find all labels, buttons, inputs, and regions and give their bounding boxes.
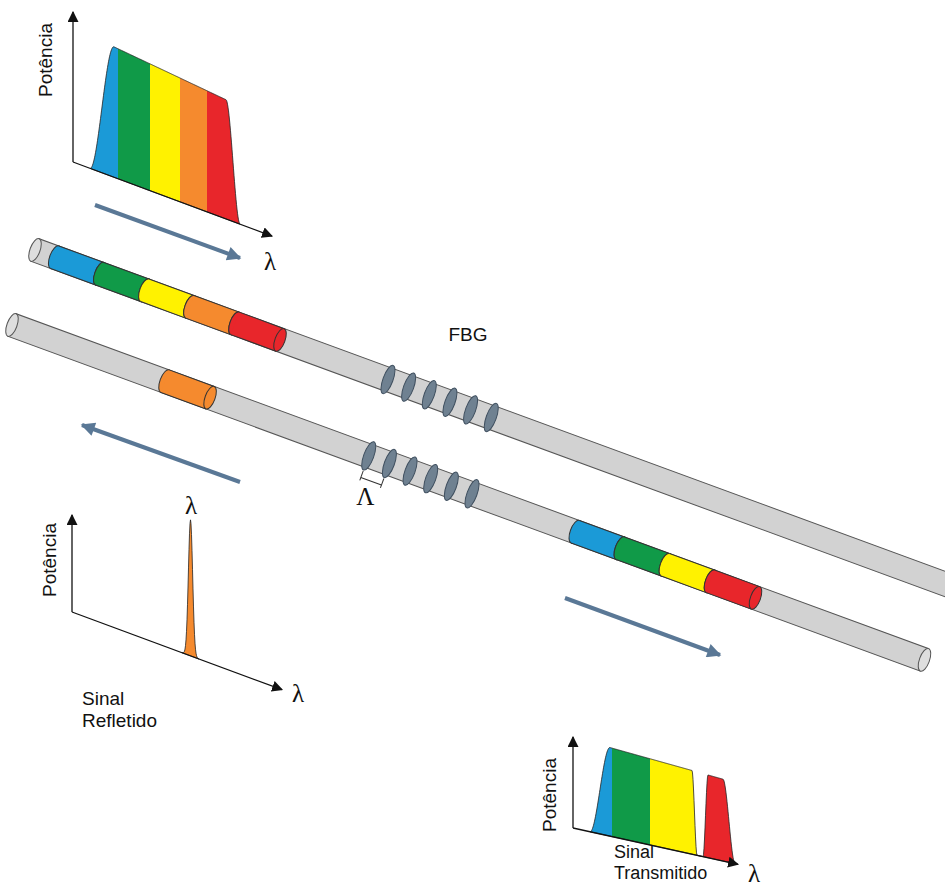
light-band [226, 310, 289, 353]
axis-label: Potência [539, 758, 561, 832]
fiber-end [3, 312, 21, 338]
light-band [156, 368, 219, 411]
spectrum-outline [182, 520, 199, 659]
fiber-end [26, 237, 44, 263]
y-axis [572, 737, 573, 828]
x-axis [72, 612, 282, 690]
spectrum-bands [175, 0, 205, 891]
optical-fiber [0, 309, 934, 686]
x-axis [73, 162, 272, 236]
axis-label: λ [292, 680, 304, 709]
axis-label: λ [748, 860, 760, 889]
direction-arrow [565, 598, 720, 655]
x-axis [573, 828, 738, 864]
y-axis [71, 515, 72, 612]
spectrum-chart [573, 0, 740, 891]
fiber-body [8, 314, 929, 671]
axis-label: Potência [39, 523, 61, 597]
period-label: Λ [356, 483, 374, 512]
optical-fiber [25, 234, 945, 603]
fiber-body [31, 239, 945, 599]
spectrum-outline [90, 47, 240, 224]
fiber-end [916, 647, 934, 673]
light-band [702, 568, 765, 611]
y-axis [72, 12, 73, 162]
signal-label: Sinal Transmitido [614, 842, 729, 883]
peak-label: λ [185, 492, 197, 521]
spectrum-chart [73, 0, 272, 891]
axis-label: λ [264, 248, 276, 277]
bragg-grating [378, 364, 501, 434]
spectrum-bands [585, 0, 740, 891]
spectrum-outline [590, 748, 735, 864]
direction-arrow [82, 425, 240, 482]
bragg-grating [359, 440, 482, 510]
component-label: FBG [448, 324, 487, 346]
signal-label: Sinal Refletido [82, 688, 182, 732]
spectrum-chart [72, 0, 282, 891]
spectrum-bands [85, 0, 245, 891]
axis-label: Potência [35, 23, 57, 97]
